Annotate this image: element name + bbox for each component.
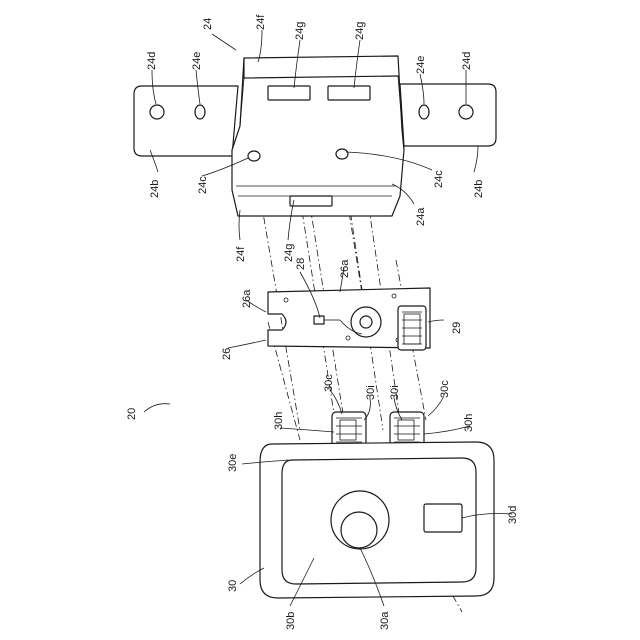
label-30i-right: 30i bbox=[389, 385, 401, 400]
label-30h-right: 30h bbox=[463, 414, 475, 432]
label-24f-top: 24f bbox=[255, 14, 267, 30]
label-28: 28 bbox=[295, 258, 307, 270]
label-26a-right: 26a bbox=[339, 259, 351, 278]
label-24f-bottom: 24f bbox=[235, 246, 247, 262]
label-30d: 30d bbox=[507, 506, 519, 524]
label-30b: 30b bbox=[285, 612, 297, 630]
label-30c-right: 30c bbox=[439, 380, 451, 398]
label-24g-right: 24g bbox=[354, 22, 366, 40]
label-30a: 30a bbox=[379, 611, 391, 630]
label-20: 20 bbox=[126, 408, 138, 420]
label-24b-right: 24b bbox=[473, 180, 485, 198]
label-30h-left: 30h bbox=[273, 412, 285, 430]
label-24c-left: 24c bbox=[197, 176, 209, 194]
connector-29 bbox=[398, 306, 426, 350]
label-24c-right: 24c bbox=[433, 170, 445, 188]
housing-30 bbox=[260, 442, 494, 598]
label-24a: 24a bbox=[415, 207, 427, 226]
label-30e: 30e bbox=[227, 454, 239, 472]
label-30i-left: 30i bbox=[365, 385, 377, 400]
label-30c-left: 30c bbox=[323, 374, 335, 392]
label-24b-left: 24b bbox=[149, 180, 161, 198]
bracket-24 bbox=[134, 56, 496, 216]
label-26: 26 bbox=[221, 348, 233, 360]
label-30: 30 bbox=[227, 580, 239, 592]
label-24d-left: 24d bbox=[146, 52, 158, 70]
label-24: 24 bbox=[202, 18, 214, 30]
label-29: 29 bbox=[451, 322, 463, 334]
label-24g-left: 24g bbox=[294, 22, 306, 40]
label-24e-right: 24e bbox=[415, 56, 427, 74]
label-24d-right: 24d bbox=[461, 52, 473, 70]
label-24g-bottom: 24g bbox=[283, 244, 295, 262]
label-26a-left: 26a bbox=[241, 289, 253, 308]
label-24e-left: 24e bbox=[191, 52, 203, 70]
